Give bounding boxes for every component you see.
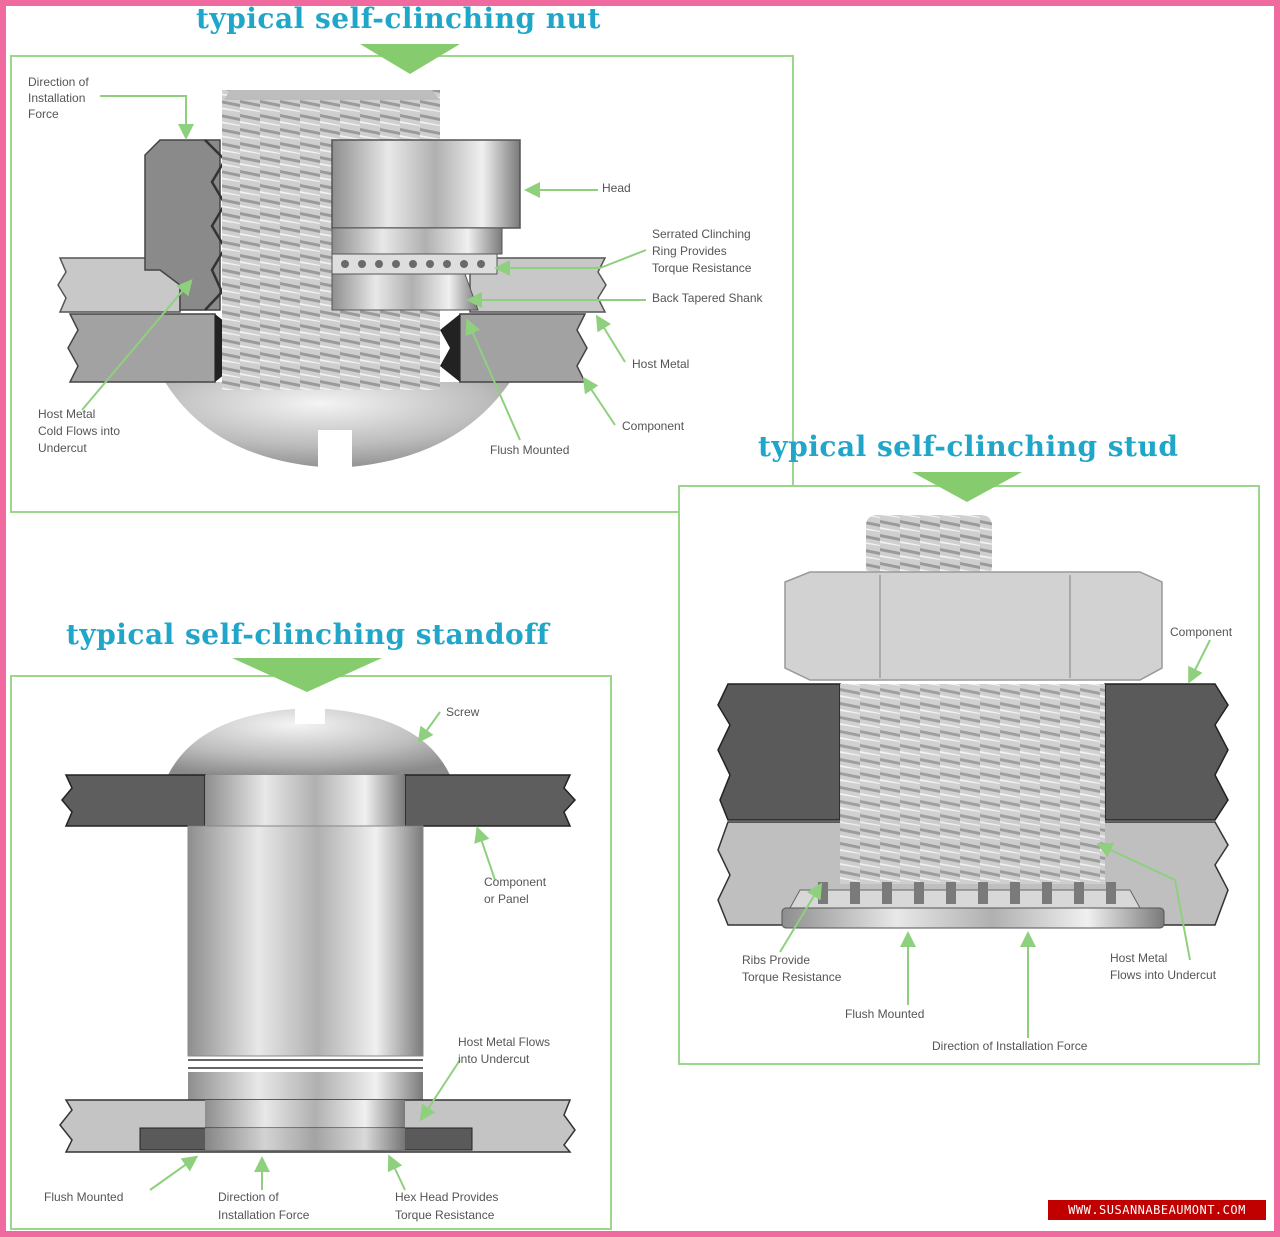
nut-title: typical self-clinching nut bbox=[196, 2, 601, 35]
nut-label-ring-1: Serrated Clinching bbox=[652, 227, 751, 241]
standoff-drawing bbox=[59, 658, 577, 1153]
standoff-body bbox=[187, 825, 424, 1057]
stud-label-ribs-2: Torque Resistance bbox=[742, 970, 842, 984]
standoff-label-force-2: Installation Force bbox=[218, 1208, 310, 1222]
stud-label-ribs-1: Ribs Provide bbox=[742, 953, 810, 967]
nut-label-ring-2: Ring Provides bbox=[652, 244, 727, 258]
nut-mating-screw-head bbox=[165, 382, 510, 468]
nut-label-component: Component bbox=[622, 419, 685, 433]
stud-pointer-arrow bbox=[912, 472, 1022, 502]
stud-head bbox=[781, 907, 1165, 929]
screw-slot bbox=[318, 430, 352, 470]
stud-thread-tip bbox=[866, 515, 992, 577]
standoff-label-host-1: Host Metal Flows bbox=[458, 1035, 550, 1049]
nut-label-cold-2: Cold Flows into bbox=[38, 424, 120, 438]
standoff-title: typical self-clinching standoff bbox=[66, 618, 550, 651]
nut-label-flush: Flush Mounted bbox=[490, 443, 569, 457]
standoff-screw-head bbox=[168, 708, 450, 775]
nut-label-host: Host Metal bbox=[632, 357, 689, 371]
nut-undercut-right bbox=[440, 314, 460, 382]
nut-label-force-2: Installation bbox=[28, 91, 85, 105]
stud-shank-threads bbox=[840, 684, 1105, 884]
stud-title: typical self-clinching stud bbox=[758, 430, 1179, 463]
nut-label-cold-1: Host Metal bbox=[38, 407, 95, 421]
standoff-label-hex-1: Hex Head Provides bbox=[395, 1190, 498, 1204]
standoff-component-right bbox=[404, 774, 577, 827]
nut-back-tapered-shank bbox=[331, 273, 479, 311]
nut-label-force-3: Force bbox=[28, 107, 59, 121]
nut-pointer-arrow bbox=[360, 44, 460, 74]
nut-label-head: Head bbox=[602, 181, 631, 195]
watermark: WWW.SUSANNABEAUMONT.COM bbox=[1048, 1200, 1266, 1220]
standoff-screw-slot bbox=[295, 704, 325, 724]
standoff-label-hex-2: Torque Resistance bbox=[395, 1208, 495, 1222]
nut-label-ring-3: Torque Resistance bbox=[652, 261, 752, 275]
standoff-label-force-1: Direction of bbox=[218, 1190, 279, 1204]
standoff-pointer-arrow bbox=[232, 658, 382, 692]
nut-label-cold-3: Undercut bbox=[38, 441, 87, 455]
standoff-screw-shank bbox=[205, 775, 405, 827]
screw-tip bbox=[224, 90, 440, 100]
standoff-label-component-2: or Panel bbox=[484, 892, 529, 906]
nut-host-metal-right bbox=[459, 313, 588, 383]
nut-label-shank: Back Tapered Shank bbox=[652, 291, 764, 305]
standoff-label-screw: Screw bbox=[446, 705, 480, 719]
standoff-label-host-2: into Undercut bbox=[458, 1052, 530, 1066]
stud-component-right bbox=[1104, 683, 1229, 821]
standoff-neck bbox=[205, 1100, 405, 1130]
stud-drawing bbox=[717, 472, 1229, 929]
standoff-label-component-1: Component bbox=[484, 875, 547, 889]
standoff-undercut bbox=[188, 1072, 423, 1100]
stud-label-force: Direction of Installation Force bbox=[932, 1039, 1088, 1053]
standoff-label-flush: Flush Mounted bbox=[44, 1190, 123, 1204]
stud-label-flush: Flush Mounted bbox=[845, 1007, 924, 1021]
stud-label-component: Component bbox=[1170, 625, 1233, 639]
stud-label-host-1: Host Metal bbox=[1110, 951, 1167, 965]
nut-label-force-1: Direction of bbox=[28, 75, 89, 89]
stud-label-host-2: Flows into Undercut bbox=[1110, 968, 1217, 982]
standoff-component-left bbox=[61, 774, 206, 827]
nut-head-section bbox=[144, 139, 221, 311]
nut-internal-threads bbox=[204, 139, 227, 311]
